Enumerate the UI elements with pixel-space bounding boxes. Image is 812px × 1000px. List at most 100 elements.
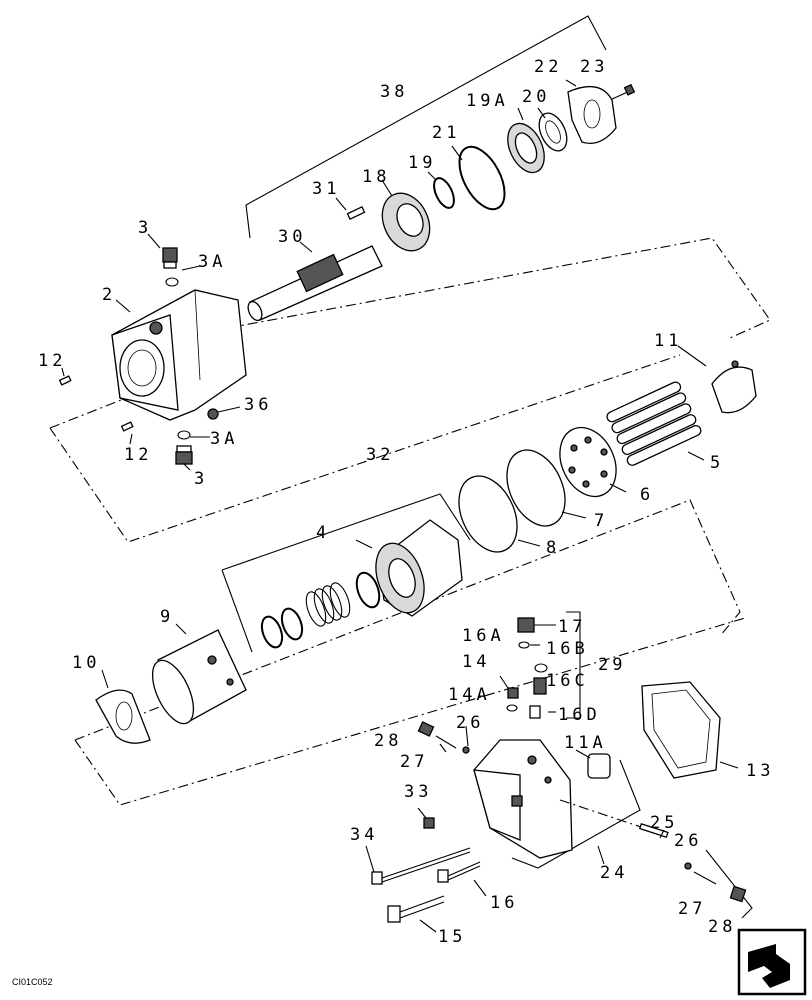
label-25: 25 <box>650 813 678 833</box>
part-24-valve-block <box>473 739 573 859</box>
part-10-plate <box>95 689 151 744</box>
label-32: 32 <box>366 445 394 465</box>
label-2: 2 <box>102 285 116 305</box>
group-4-bracket <box>221 493 471 653</box>
label-36: 36 <box>244 395 272 415</box>
part-25-spool-right <box>559 799 669 838</box>
part-4-ring <box>355 571 381 609</box>
part-31-key <box>346 206 366 220</box>
label-23: 23 <box>580 57 608 77</box>
part-16D-spool <box>529 705 541 719</box>
part-20-ring <box>538 112 568 152</box>
label-16B: 16B <box>546 639 589 659</box>
label-28-left: 28 <box>374 731 402 751</box>
part-22-plate <box>567 85 617 145</box>
label-11A: 11A <box>564 733 607 753</box>
label-26-right: 26 <box>674 831 702 851</box>
part-16C-spring <box>533 677 547 695</box>
label-27-right: 27 <box>678 899 706 919</box>
part-23-screw <box>609 83 636 101</box>
label-24: 24 <box>600 863 628 883</box>
group-38-bracket <box>245 15 607 239</box>
label-8: 8 <box>546 538 560 558</box>
label-15: 15 <box>438 927 466 947</box>
part-17-plug <box>517 617 535 633</box>
label-19A: 19A <box>466 91 509 111</box>
part-3-plug-bottom <box>175 445 193 465</box>
part-4-washers <box>260 607 304 649</box>
label-16D: 16D <box>558 705 601 725</box>
label-12-top: 12 <box>38 351 66 371</box>
label-5: 5 <box>710 453 724 473</box>
part-13-gasket <box>641 681 721 779</box>
part-27-spring-left <box>435 735 457 749</box>
label-12-bottom: 12 <box>124 445 152 465</box>
label-3A-top: 3A <box>198 252 226 272</box>
part-3A-o-ring-bottom <box>177 430 191 440</box>
drawing-code: CI01C052 <box>12 977 53 987</box>
part-3A-o-ring-top <box>165 277 179 287</box>
label-16C: 16C <box>546 671 589 691</box>
part-7-plate <box>506 449 566 527</box>
part-6-retainer-plate <box>559 426 617 498</box>
label-14: 14 <box>462 652 490 672</box>
part-19A-seal <box>507 122 545 174</box>
label-3A-bottom: 3A <box>210 429 238 449</box>
label-14A: 14A <box>448 685 491 705</box>
label-4: 4 <box>316 523 330 543</box>
group-24-bracket <box>511 759 753 919</box>
label-31: 31 <box>312 179 340 199</box>
part-33-plug <box>423 817 435 829</box>
label-17: 17 <box>558 617 586 637</box>
part-8-plate <box>458 475 518 553</box>
part-18-bearing <box>381 192 431 252</box>
part-28-plug-left <box>417 721 435 737</box>
label-11: 11 <box>654 331 682 351</box>
part-36-plug <box>207 406 241 420</box>
part-9-sleeve <box>151 629 247 725</box>
part-14A-o-ring <box>506 704 518 712</box>
label-16A: 16A <box>462 626 505 646</box>
part-16B-ring <box>534 663 548 673</box>
part-5-piston-set <box>606 381 702 466</box>
part-3-plug-top <box>162 247 178 269</box>
part-26-ball-right <box>684 862 692 870</box>
leader-lines <box>61 79 739 933</box>
part-11-plate <box>711 360 757 414</box>
part-2-housing <box>111 289 247 421</box>
label-34: 34 <box>350 825 378 845</box>
part-16-bolt <box>437 861 481 883</box>
part-26-ball-left <box>462 746 470 754</box>
part-15-bolt <box>387 895 445 923</box>
navigation-arrow-icon[interactable] <box>737 928 807 996</box>
part-14-plug <box>507 687 519 699</box>
part-4-cylinder-block <box>375 519 463 617</box>
group-9-10-bracket <box>74 499 746 806</box>
label-6: 6 <box>640 485 654 505</box>
part-4-spring <box>305 582 351 627</box>
label-38: 38 <box>380 82 408 102</box>
part-30-shaft <box>247 245 383 322</box>
part-12-pin-b <box>120 421 134 432</box>
label-19: 19 <box>408 153 436 173</box>
label-7: 7 <box>594 511 608 531</box>
part-28-plug-right <box>729 885 747 903</box>
label-18: 18 <box>362 167 390 187</box>
label-3-bottom: 3 <box>194 469 208 489</box>
label-16: 16 <box>490 893 518 913</box>
part-11A-bushing <box>587 753 611 779</box>
label-28-right: 28 <box>708 917 736 937</box>
label-9: 9 <box>160 607 174 627</box>
part-16A-o-ring <box>518 641 530 649</box>
part-19-snap-ring <box>433 177 455 209</box>
part-27-spring-right <box>693 871 717 885</box>
part-21-o-ring <box>458 145 506 211</box>
label-22: 22 <box>534 57 562 77</box>
label-3-top: 3 <box>138 218 152 238</box>
label-27-left: 27 <box>400 752 428 772</box>
part-34-bolt <box>371 847 471 885</box>
label-30: 30 <box>278 227 306 247</box>
label-20: 20 <box>522 87 550 107</box>
label-26-left: 26 <box>456 713 484 733</box>
